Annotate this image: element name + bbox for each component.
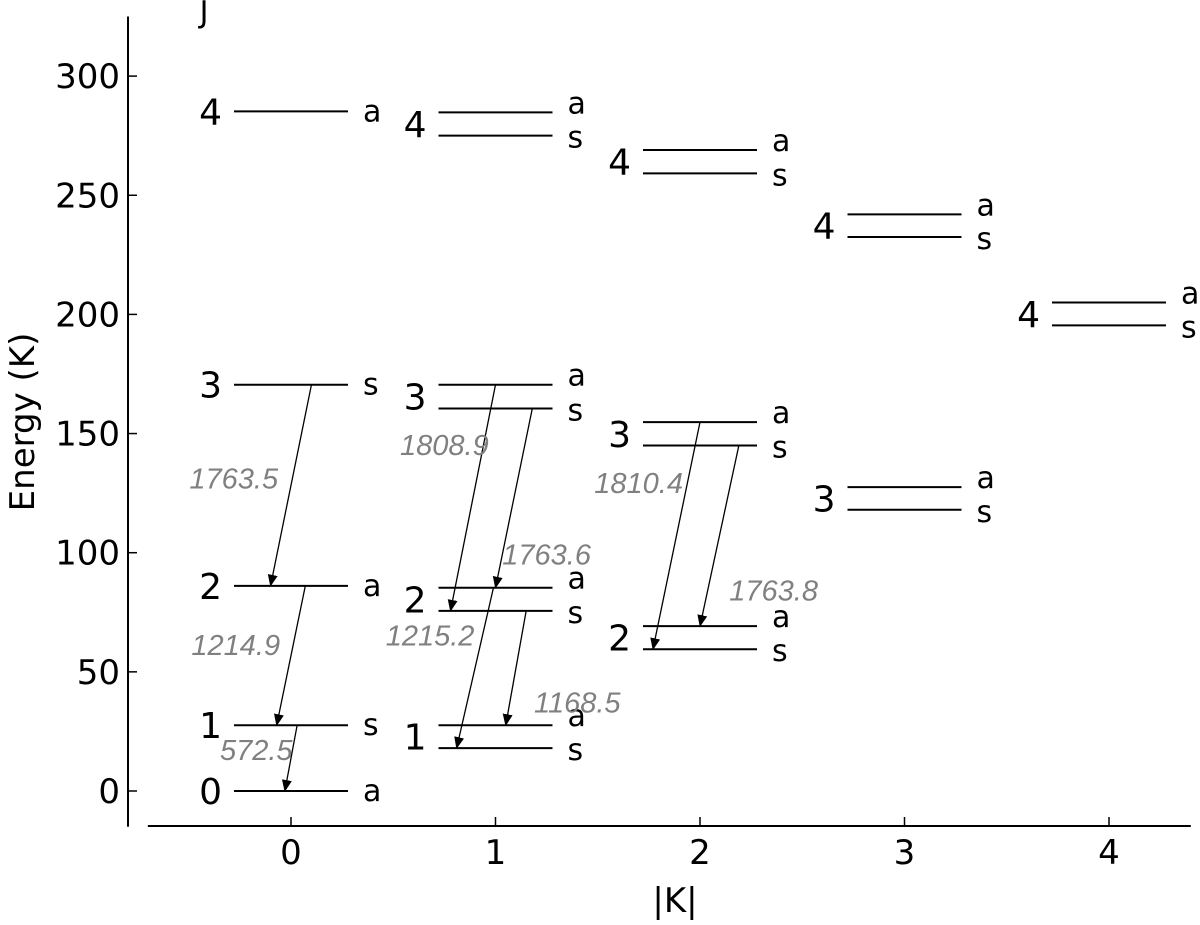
x-tick-label: 1: [485, 833, 507, 873]
symmetry-label: a: [772, 600, 790, 635]
symmetry-label: s: [772, 430, 788, 465]
transition-label: 1810.4: [594, 468, 683, 500]
j-label: 4: [608, 143, 631, 184]
symmetry-label: s: [772, 158, 788, 193]
transition-label: 1168.5: [534, 687, 621, 719]
transition-label: 1763.5: [189, 463, 279, 495]
symmetry-label: s: [568, 596, 584, 631]
symmetry-label: a: [772, 124, 790, 159]
y-tick-label: 200: [55, 295, 120, 335]
j-label: 4: [199, 92, 222, 133]
x-tick-label: 4: [1098, 833, 1120, 873]
transition-arrow: [447, 384, 497, 612]
y-tick-label: 0: [98, 772, 120, 812]
transition-arrow: [274, 585, 306, 727]
transitions: 1763.5 1214.9 572.5 1808.9 1763.6 1215.2 1168.…: [189, 384, 818, 792]
symmetry-label: a: [363, 94, 381, 129]
j-label: 1: [199, 706, 222, 747]
symmetry-label: s: [1181, 310, 1197, 345]
j-label: 2: [608, 619, 631, 660]
symmetry-label: a: [772, 396, 790, 431]
symmetry-label: a: [1181, 276, 1199, 311]
y-tick-label: 100: [55, 534, 120, 574]
j-label: 2: [404, 580, 427, 621]
column-header-j: J: [198, 0, 209, 30]
transition-label: 572.5: [220, 735, 293, 767]
transition-label: 1763.8: [729, 575, 818, 607]
symmetry-label: a: [568, 86, 586, 121]
symmetry-label: s: [363, 368, 379, 403]
j-label: 4: [1017, 295, 1040, 336]
y-tick-label: 300: [55, 57, 120, 97]
transition-label: 1808.9: [400, 430, 489, 462]
symmetry-label: s: [977, 495, 993, 530]
y-tick-label: 150: [55, 415, 120, 455]
y-tick-label: 50: [77, 653, 120, 693]
y-tick-label: 250: [55, 176, 120, 216]
symmetry-label: s: [568, 121, 584, 156]
transition-label: 1763.6: [502, 540, 592, 572]
symmetry-label: a: [977, 188, 995, 223]
x-tick-label: 2: [689, 833, 711, 873]
transition-label: 1214.9: [191, 630, 280, 662]
transition-arrow: [454, 587, 495, 750]
transition-arrow: [492, 408, 533, 589]
x-ticks: 0 1 2 3 4: [280, 817, 1120, 873]
x-tick-label: 0: [280, 833, 302, 873]
symmetry-label: s: [772, 634, 788, 669]
j-label: 1: [404, 718, 427, 759]
symmetry-label: s: [363, 708, 379, 743]
transition-arrow: [502, 610, 527, 727]
j-label: 4: [404, 105, 427, 146]
symmetry-label: s: [977, 222, 993, 257]
j-label: 3: [608, 415, 631, 456]
transition-arrow: [281, 725, 298, 792]
y-axis-label: Energy (K): [3, 333, 43, 512]
symmetry-label: s: [568, 394, 584, 429]
transition-arrow: [267, 384, 313, 587]
symmetry-label: a: [363, 774, 381, 809]
j-label: 4: [813, 207, 836, 248]
j-label: 2: [199, 567, 222, 608]
transition-arrow: [650, 421, 701, 651]
j-label: 0: [199, 772, 222, 813]
j-label: 3: [199, 366, 222, 407]
transition-label: 1215.2: [386, 621, 475, 653]
j-label: 3: [813, 479, 836, 520]
symmetry-label: a: [568, 562, 586, 597]
symmetry-label: a: [363, 569, 381, 604]
j-label: 3: [404, 378, 427, 419]
transition-arrow: [697, 445, 740, 628]
axes: [127, 16, 1191, 827]
x-axis-label: |K|: [652, 881, 697, 921]
symmetry-label: a: [568, 699, 586, 734]
y-ticks: 0 50 100 150 200 250 300: [55, 57, 137, 812]
x-tick-label: 3: [894, 833, 916, 873]
symmetry-label: a: [568, 359, 586, 394]
symmetry-label: a: [977, 461, 995, 496]
symmetry-label: s: [568, 733, 584, 768]
